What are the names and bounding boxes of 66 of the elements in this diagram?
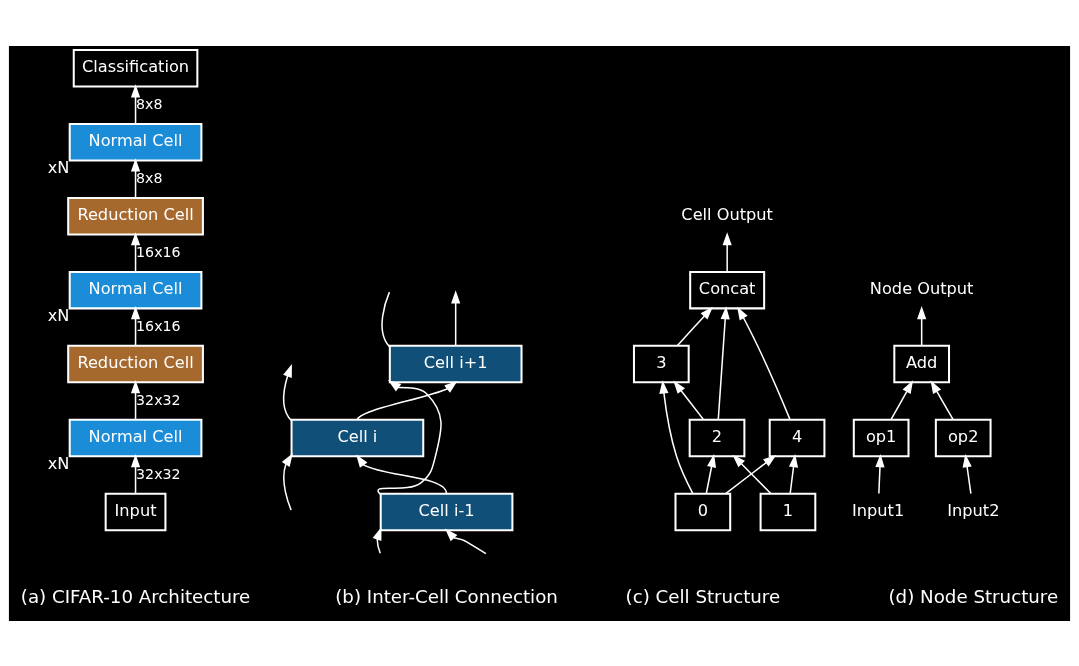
node-box: op2: [934, 418, 992, 457]
arrow: [444, 528, 487, 554]
node-box: 3: [632, 344, 690, 383]
node-box: 1: [759, 492, 817, 531]
arrow: [724, 454, 777, 494]
node-label: xN: [47, 157, 70, 177]
arrow: [372, 526, 382, 554]
edge-label: 16x16: [136, 243, 181, 260]
node-box: Add: [893, 344, 951, 383]
arrow: [130, 305, 141, 346]
arrow: [377, 379, 442, 496]
arrow: [659, 379, 694, 494]
arrow: [732, 454, 772, 494]
arrow: [788, 453, 799, 494]
arrow: [283, 363, 293, 422]
arrow: [130, 157, 141, 198]
node-text: Input1: [852, 500, 905, 520]
label: (d) Node Structure: [888, 585, 1059, 607]
arrow: [717, 305, 730, 420]
connector: [381, 290, 391, 348]
node-label: xN: [47, 305, 70, 325]
edge-label: 8x8: [136, 169, 163, 186]
label: (a) CIFAR-10 Architecture: [20, 585, 251, 607]
node-box: 2: [688, 418, 746, 457]
node-box: Reduction Cell: [67, 344, 204, 383]
node-label: xN: [47, 453, 70, 473]
arrow: [451, 289, 461, 347]
arrow: [130, 83, 141, 125]
arrow: [673, 380, 705, 420]
node-box: Normal Cell: [68, 122, 203, 161]
arrow: [676, 306, 713, 346]
arrow: [281, 452, 293, 511]
edge-label: 32x32: [136, 391, 181, 408]
node-box: Reduction Cell: [67, 196, 204, 235]
arrow: [722, 231, 732, 272]
node-box: 0: [674, 492, 732, 531]
label: (c) Cell Structure: [625, 585, 781, 607]
arrow: [356, 380, 458, 421]
node-box: 4: [768, 418, 826, 457]
arrow: [737, 306, 791, 420]
node-text: Node Output: [869, 278, 974, 298]
node-text: Input2: [947, 500, 1000, 520]
node-box: Normal Cell: [68, 270, 203, 309]
edge-label: 8x8: [136, 95, 163, 112]
node-box: Normal Cell: [68, 418, 203, 457]
arrow: [917, 305, 927, 346]
arrow: [705, 453, 717, 494]
arrow: [130, 231, 141, 272]
node-box: Input: [104, 492, 167, 531]
node-box: op1: [852, 418, 910, 457]
node-text: Cell Output: [681, 204, 773, 224]
node-box: Classification: [72, 48, 199, 88]
arrow: [130, 379, 141, 420]
arrow: [962, 453, 972, 494]
node-box: Concat: [689, 270, 766, 309]
arrow: [130, 453, 141, 494]
node-box: Cell i-1: [379, 492, 514, 531]
arrow: [356, 453, 448, 494]
node-box: Cell i: [290, 418, 425, 457]
arrow: [875, 453, 885, 494]
edge-label: 16x16: [136, 317, 181, 334]
node-box: Cell i+1: [388, 344, 523, 383]
arrow: [930, 379, 954, 420]
edge-label: 32x32: [136, 465, 181, 482]
label: (b) Inter-Cell Connection: [335, 585, 558, 607]
arrow: [890, 379, 914, 420]
